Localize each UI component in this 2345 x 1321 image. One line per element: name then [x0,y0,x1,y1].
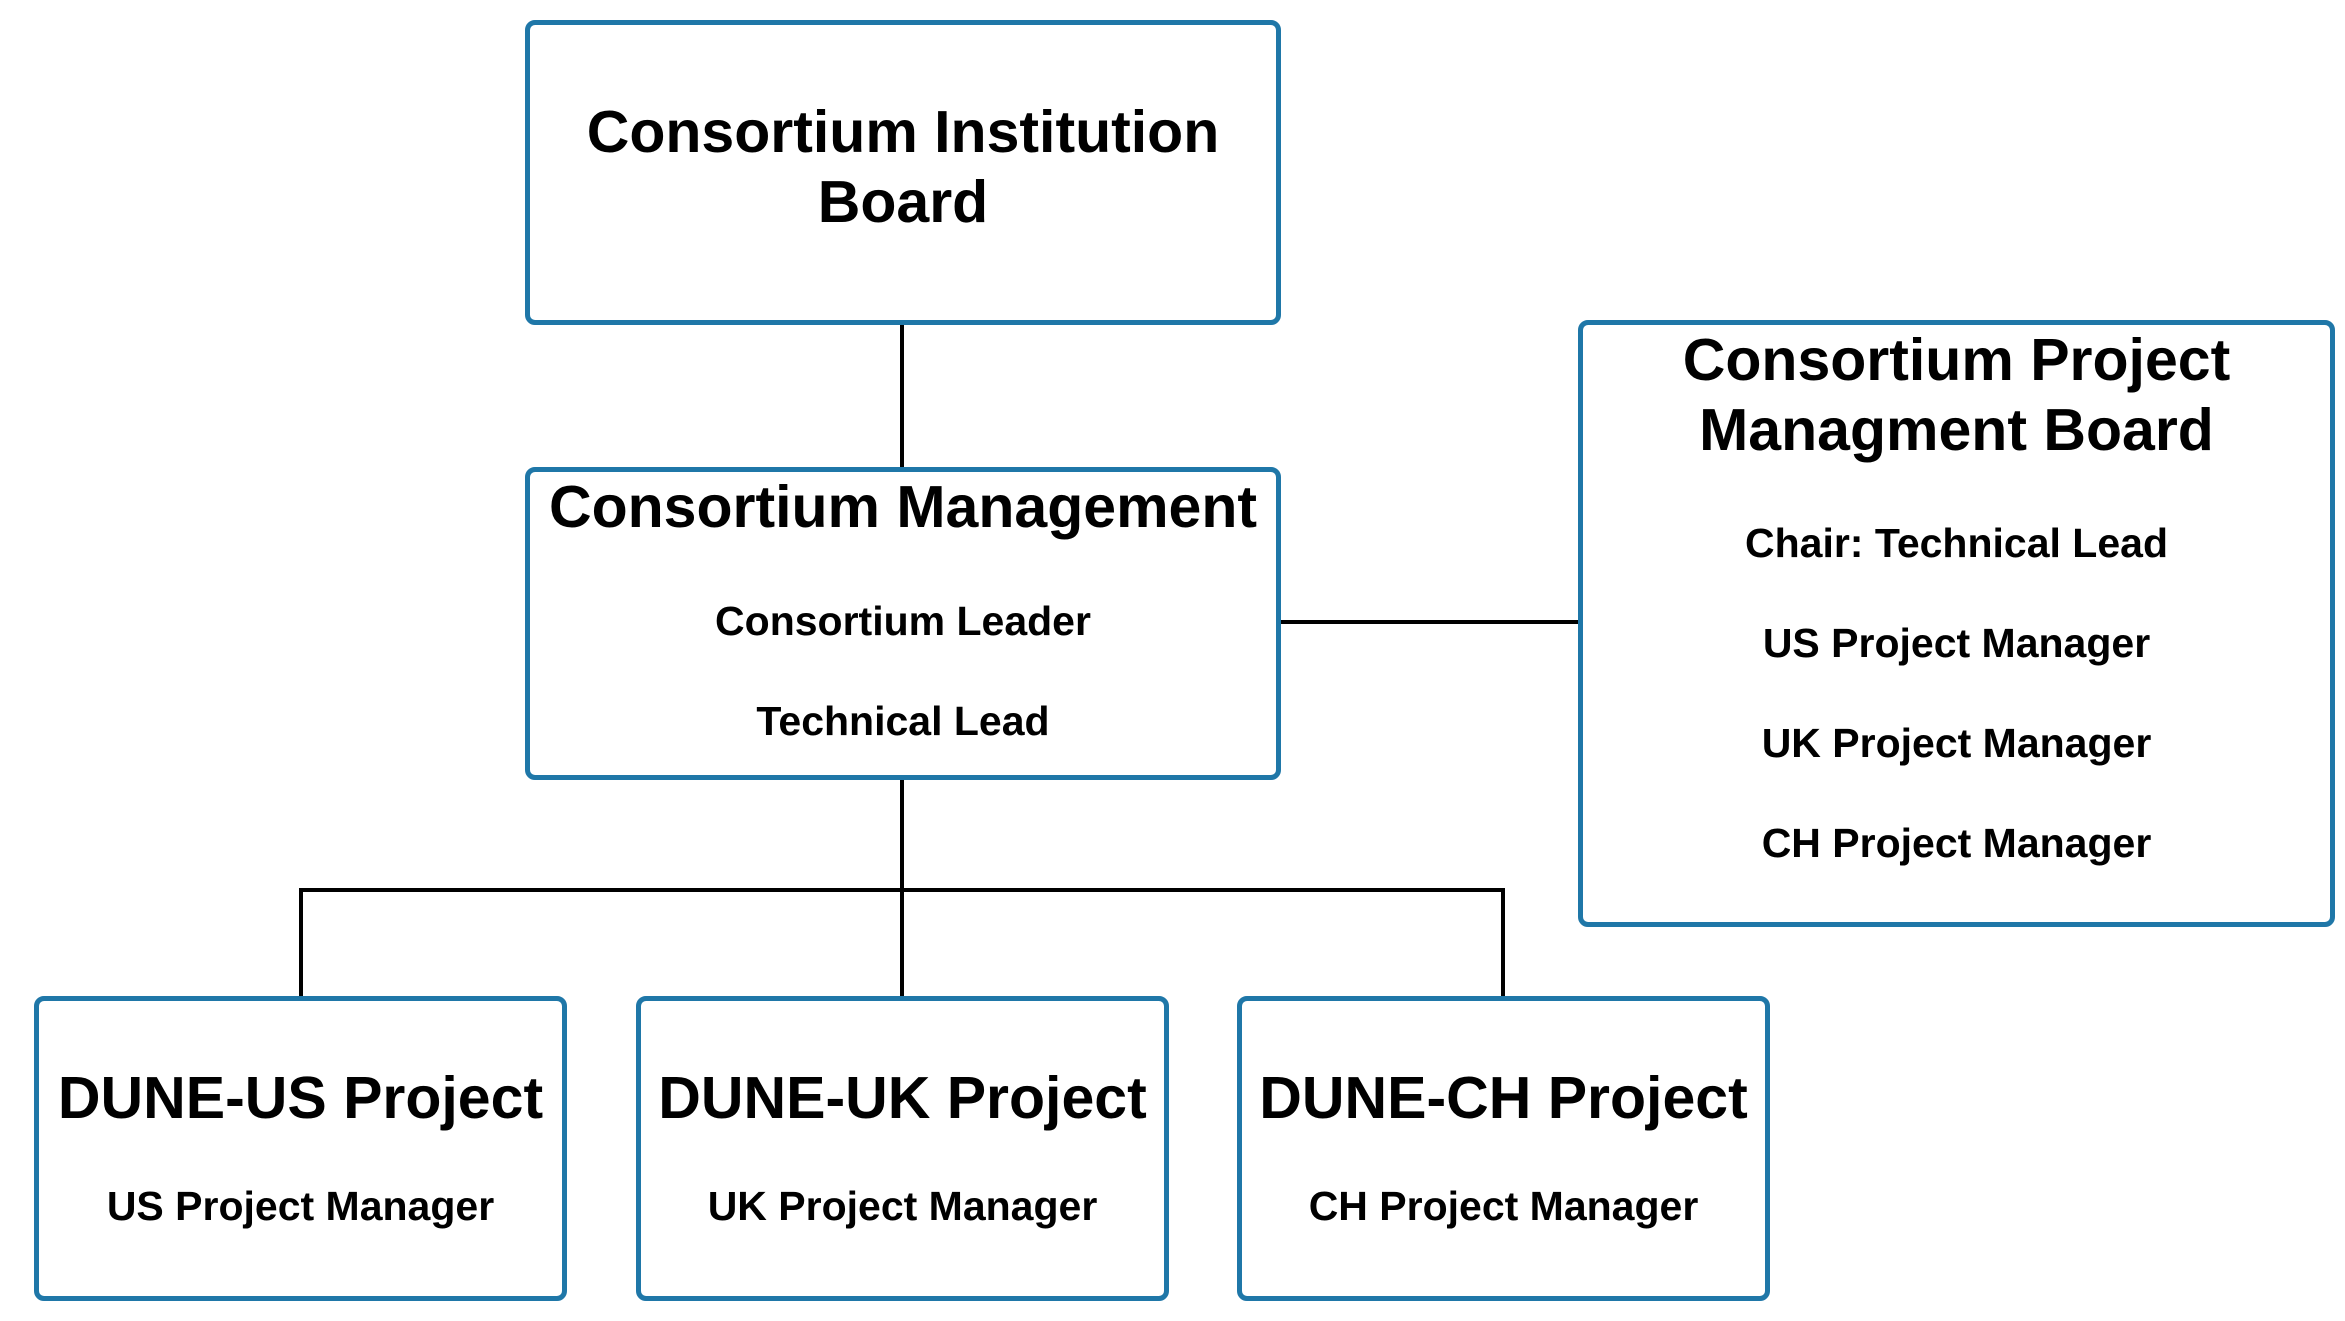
pmb-title-line2: Managment Board [1699,397,2214,463]
project-title: DUNE-UK Project [658,1065,1147,1131]
project-box-us: DUNE-US Project US Project Manager [34,996,567,1301]
management-role: Technical Lead [756,698,1050,744]
pmb-member: UK Project Manager [1761,720,2152,766]
institution-board-title-line1: Consortium Institution [586,99,1220,165]
project-manager: UK Project Manager [707,1183,1098,1229]
pmb-box: Consortium Project Managment Board Chair… [1578,320,2335,927]
management-role: Consortium Leader [715,598,1091,644]
pmb-member: US Project Manager [1762,620,2151,666]
project-box-ch: DUNE-CH Project CH Project Manager [1237,996,1770,1301]
pmb-title-line1: Consortium Project [1682,327,2231,393]
pmb-member: CH Project Manager [1761,820,2152,866]
institution-board-title-line2: Board [817,169,989,235]
management-title: Consortium Management [548,474,1258,540]
project-title: DUNE-CH Project [1259,1065,1748,1131]
project-title: DUNE-US Project [57,1065,544,1131]
institution-board-box: Consortium Institution Board [525,20,1281,325]
project-manager: CH Project Manager [1308,1183,1699,1229]
management-box: Consortium Management Consortium Leader … [525,467,1281,780]
project-manager: US Project Manager [106,1183,495,1229]
project-box-uk: DUNE-UK Project UK Project Manager [636,996,1169,1301]
pmb-member: Chair: Technical Lead [1744,520,2168,566]
